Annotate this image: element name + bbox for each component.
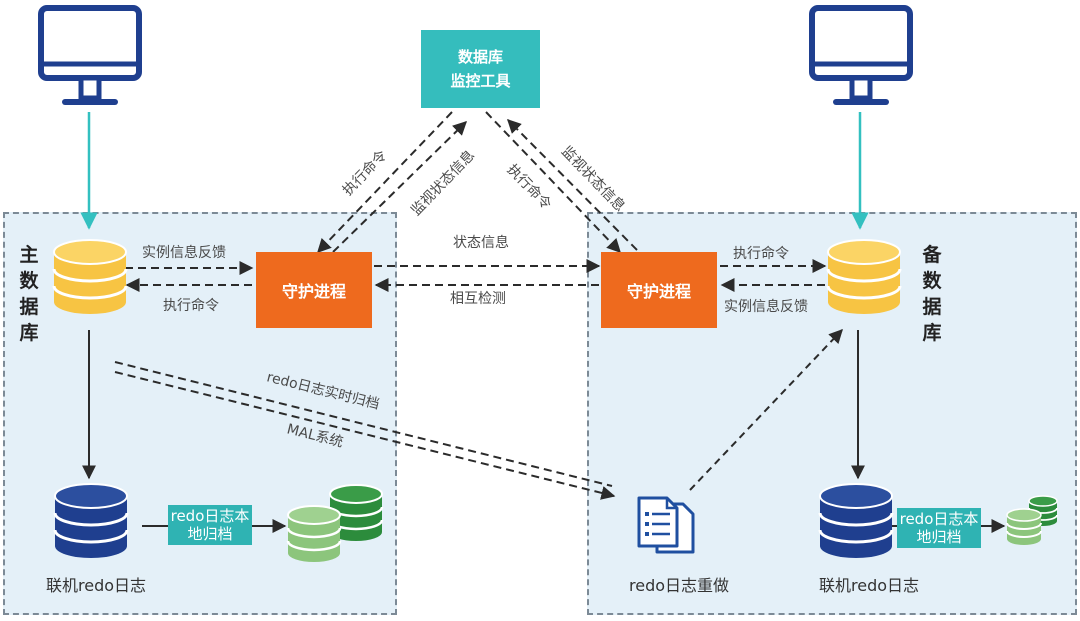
primary-db-title: 主数据库 — [19, 244, 39, 344]
computer-monitor-icon-right — [809, 5, 913, 105]
computer-monitor-icon-left — [38, 5, 142, 105]
arrow-right-exec — [485, 111, 621, 254]
standby-daemon-label: 守护进程 — [626, 282, 691, 301]
arrow-realtime-archive-b — [114, 371, 616, 500]
arrow-left-exec — [317, 111, 453, 254]
standby-daemon: 守护进程 — [601, 252, 717, 328]
label-primary-exec: 执行命令 — [163, 298, 219, 314]
label-left-monitor: 监视状态信息 — [407, 147, 478, 219]
standby-online-redo-icon — [818, 483, 894, 558]
primary-daemon-label: 守护进程 — [281, 282, 346, 301]
arrow-left-monitor — [332, 121, 468, 253]
standby-database-icon — [826, 239, 902, 314]
label-standby-exec: 执行命令 — [733, 246, 789, 262]
label-standby-feedback: 实例信息反馈 — [724, 299, 808, 315]
label-status-info: 状态信息 — [453, 235, 509, 251]
label-realtime-archive: redo日志实时归档 — [265, 368, 381, 412]
db-monitor-tool-line1: 数据库 — [457, 48, 503, 66]
primary-archive-label: redo日志本地归档 — [168, 505, 252, 545]
db-monitor-tool-line2: 监控工具 — [450, 72, 511, 90]
arrow-replay-to-standby — [689, 328, 843, 491]
primary-daemon: 守护进程 — [256, 252, 372, 328]
primary-archive-db-light-icon — [286, 505, 342, 562]
db-monitor-tool: 数据库 监控工具 — [421, 30, 540, 108]
standby-archive-label: redo日志本地归档 — [897, 508, 981, 548]
label-primary-feedback: 实例信息反馈 — [142, 245, 226, 261]
label-mutual-detect: 相互检测 — [450, 291, 506, 307]
redo-replay-document-icon — [637, 496, 695, 554]
label-left-exec: 执行命令 — [339, 147, 390, 199]
primary-online-redo-icon — [53, 483, 129, 558]
primary-online-redo-caption: 联机redo日志 — [46, 576, 147, 595]
standby-online-redo-caption: 联机redo日志 — [819, 576, 920, 595]
primary-database-icon — [52, 239, 128, 314]
label-right-exec: 执行命令 — [504, 161, 555, 213]
standby-db-title: 备数据库 — [922, 244, 942, 344]
redo-replay-caption: redo日志重做 — [629, 576, 730, 595]
arrow-realtime-archive-a — [114, 361, 613, 487]
label-right-monitor: 监视状态信息 — [558, 143, 629, 215]
arrow-right-monitor — [507, 119, 638, 251]
label-mal-system: MAL系统 — [285, 421, 345, 450]
standby-archive-db-light-icon — [1006, 508, 1042, 545]
